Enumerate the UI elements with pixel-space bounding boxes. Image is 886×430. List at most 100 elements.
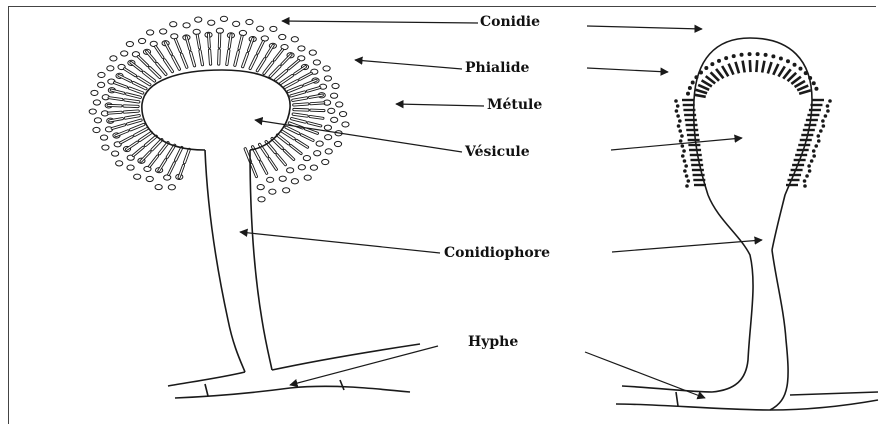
conidium (681, 144, 685, 148)
label-phialide: Phialide (465, 60, 529, 76)
conidium (279, 34, 286, 39)
label-conidiophore: Conidiophore (444, 245, 550, 261)
conidium (220, 16, 227, 21)
conidium (828, 99, 832, 103)
conidium (683, 159, 687, 163)
conidium (257, 26, 264, 31)
conidium (239, 30, 246, 35)
conidium (812, 81, 816, 85)
phialide (768, 62, 772, 73)
conidium (674, 99, 678, 103)
conidium (170, 22, 177, 27)
conidium (676, 114, 680, 118)
conidium (680, 134, 684, 138)
conidium (748, 52, 752, 56)
conidium (678, 129, 682, 133)
conidium (679, 139, 683, 143)
conidium (216, 28, 223, 33)
conidium (91, 90, 98, 95)
conidium (322, 159, 329, 164)
phialide (797, 86, 808, 91)
phialide (743, 61, 745, 73)
conidium (298, 46, 305, 51)
conidium (685, 184, 689, 188)
conidium (303, 155, 310, 160)
conidium (102, 145, 109, 150)
conidium (803, 179, 807, 183)
conidium (678, 119, 682, 123)
conidium (107, 66, 114, 71)
conidium (332, 83, 339, 88)
conidium (116, 161, 123, 166)
conidium (193, 29, 200, 34)
conidium (724, 56, 728, 60)
conidium (819, 129, 823, 133)
conidium (786, 59, 790, 63)
conidium (779, 56, 783, 60)
phialide (750, 60, 751, 72)
phialide (735, 62, 739, 73)
conidium (681, 154, 685, 158)
left-conidial-head (89, 16, 349, 202)
conidium (98, 82, 105, 87)
conidium (814, 144, 818, 148)
right-hypha (616, 386, 878, 410)
conidium (812, 149, 816, 153)
conidium (732, 54, 736, 58)
conidium (717, 59, 721, 63)
conidium (208, 20, 215, 25)
conidium (683, 169, 687, 173)
conidium (814, 87, 818, 91)
conidium (287, 168, 294, 173)
conidium (283, 188, 290, 193)
conidium (269, 189, 276, 194)
conidium (817, 139, 821, 143)
phialide (762, 61, 764, 73)
conidium (121, 51, 128, 56)
conidium (93, 127, 100, 132)
conidium (336, 102, 343, 107)
left-vesicle (142, 70, 290, 150)
label-vesicule: Vésicule (465, 144, 530, 160)
conidium (279, 176, 286, 181)
conidium (112, 151, 119, 156)
conidium (798, 67, 802, 71)
conidium (688, 86, 692, 90)
conidium (146, 176, 153, 181)
right-conidiophore (708, 195, 788, 410)
conidium (323, 66, 330, 71)
conidium (682, 149, 686, 153)
conidium (331, 117, 338, 122)
conidium (304, 175, 311, 180)
phialide (773, 64, 778, 75)
conidium (677, 124, 681, 128)
conidium (126, 41, 133, 46)
conidium (98, 72, 105, 77)
conidium (134, 174, 141, 179)
conidium (704, 66, 708, 70)
right-conidial-head (674, 38, 832, 250)
label-conidie: Conidie (480, 14, 540, 30)
conidium (826, 104, 830, 108)
conidium (771, 54, 775, 58)
conidium (155, 184, 162, 189)
conidium (270, 26, 277, 31)
label-metule: Métule (487, 97, 542, 113)
conidium (325, 149, 332, 154)
conidium (764, 53, 768, 57)
conidium (685, 174, 689, 178)
conidium (826, 109, 830, 113)
phialide (756, 60, 757, 72)
conidium (793, 63, 797, 67)
phialide (696, 90, 707, 94)
conidium (812, 154, 816, 158)
conidium (808, 169, 812, 173)
conidium (325, 135, 332, 140)
phialide (694, 95, 706, 97)
conidium (171, 34, 178, 39)
conidium (824, 114, 828, 118)
conidium (258, 197, 265, 202)
conidium (740, 53, 744, 57)
conidium (807, 164, 811, 168)
